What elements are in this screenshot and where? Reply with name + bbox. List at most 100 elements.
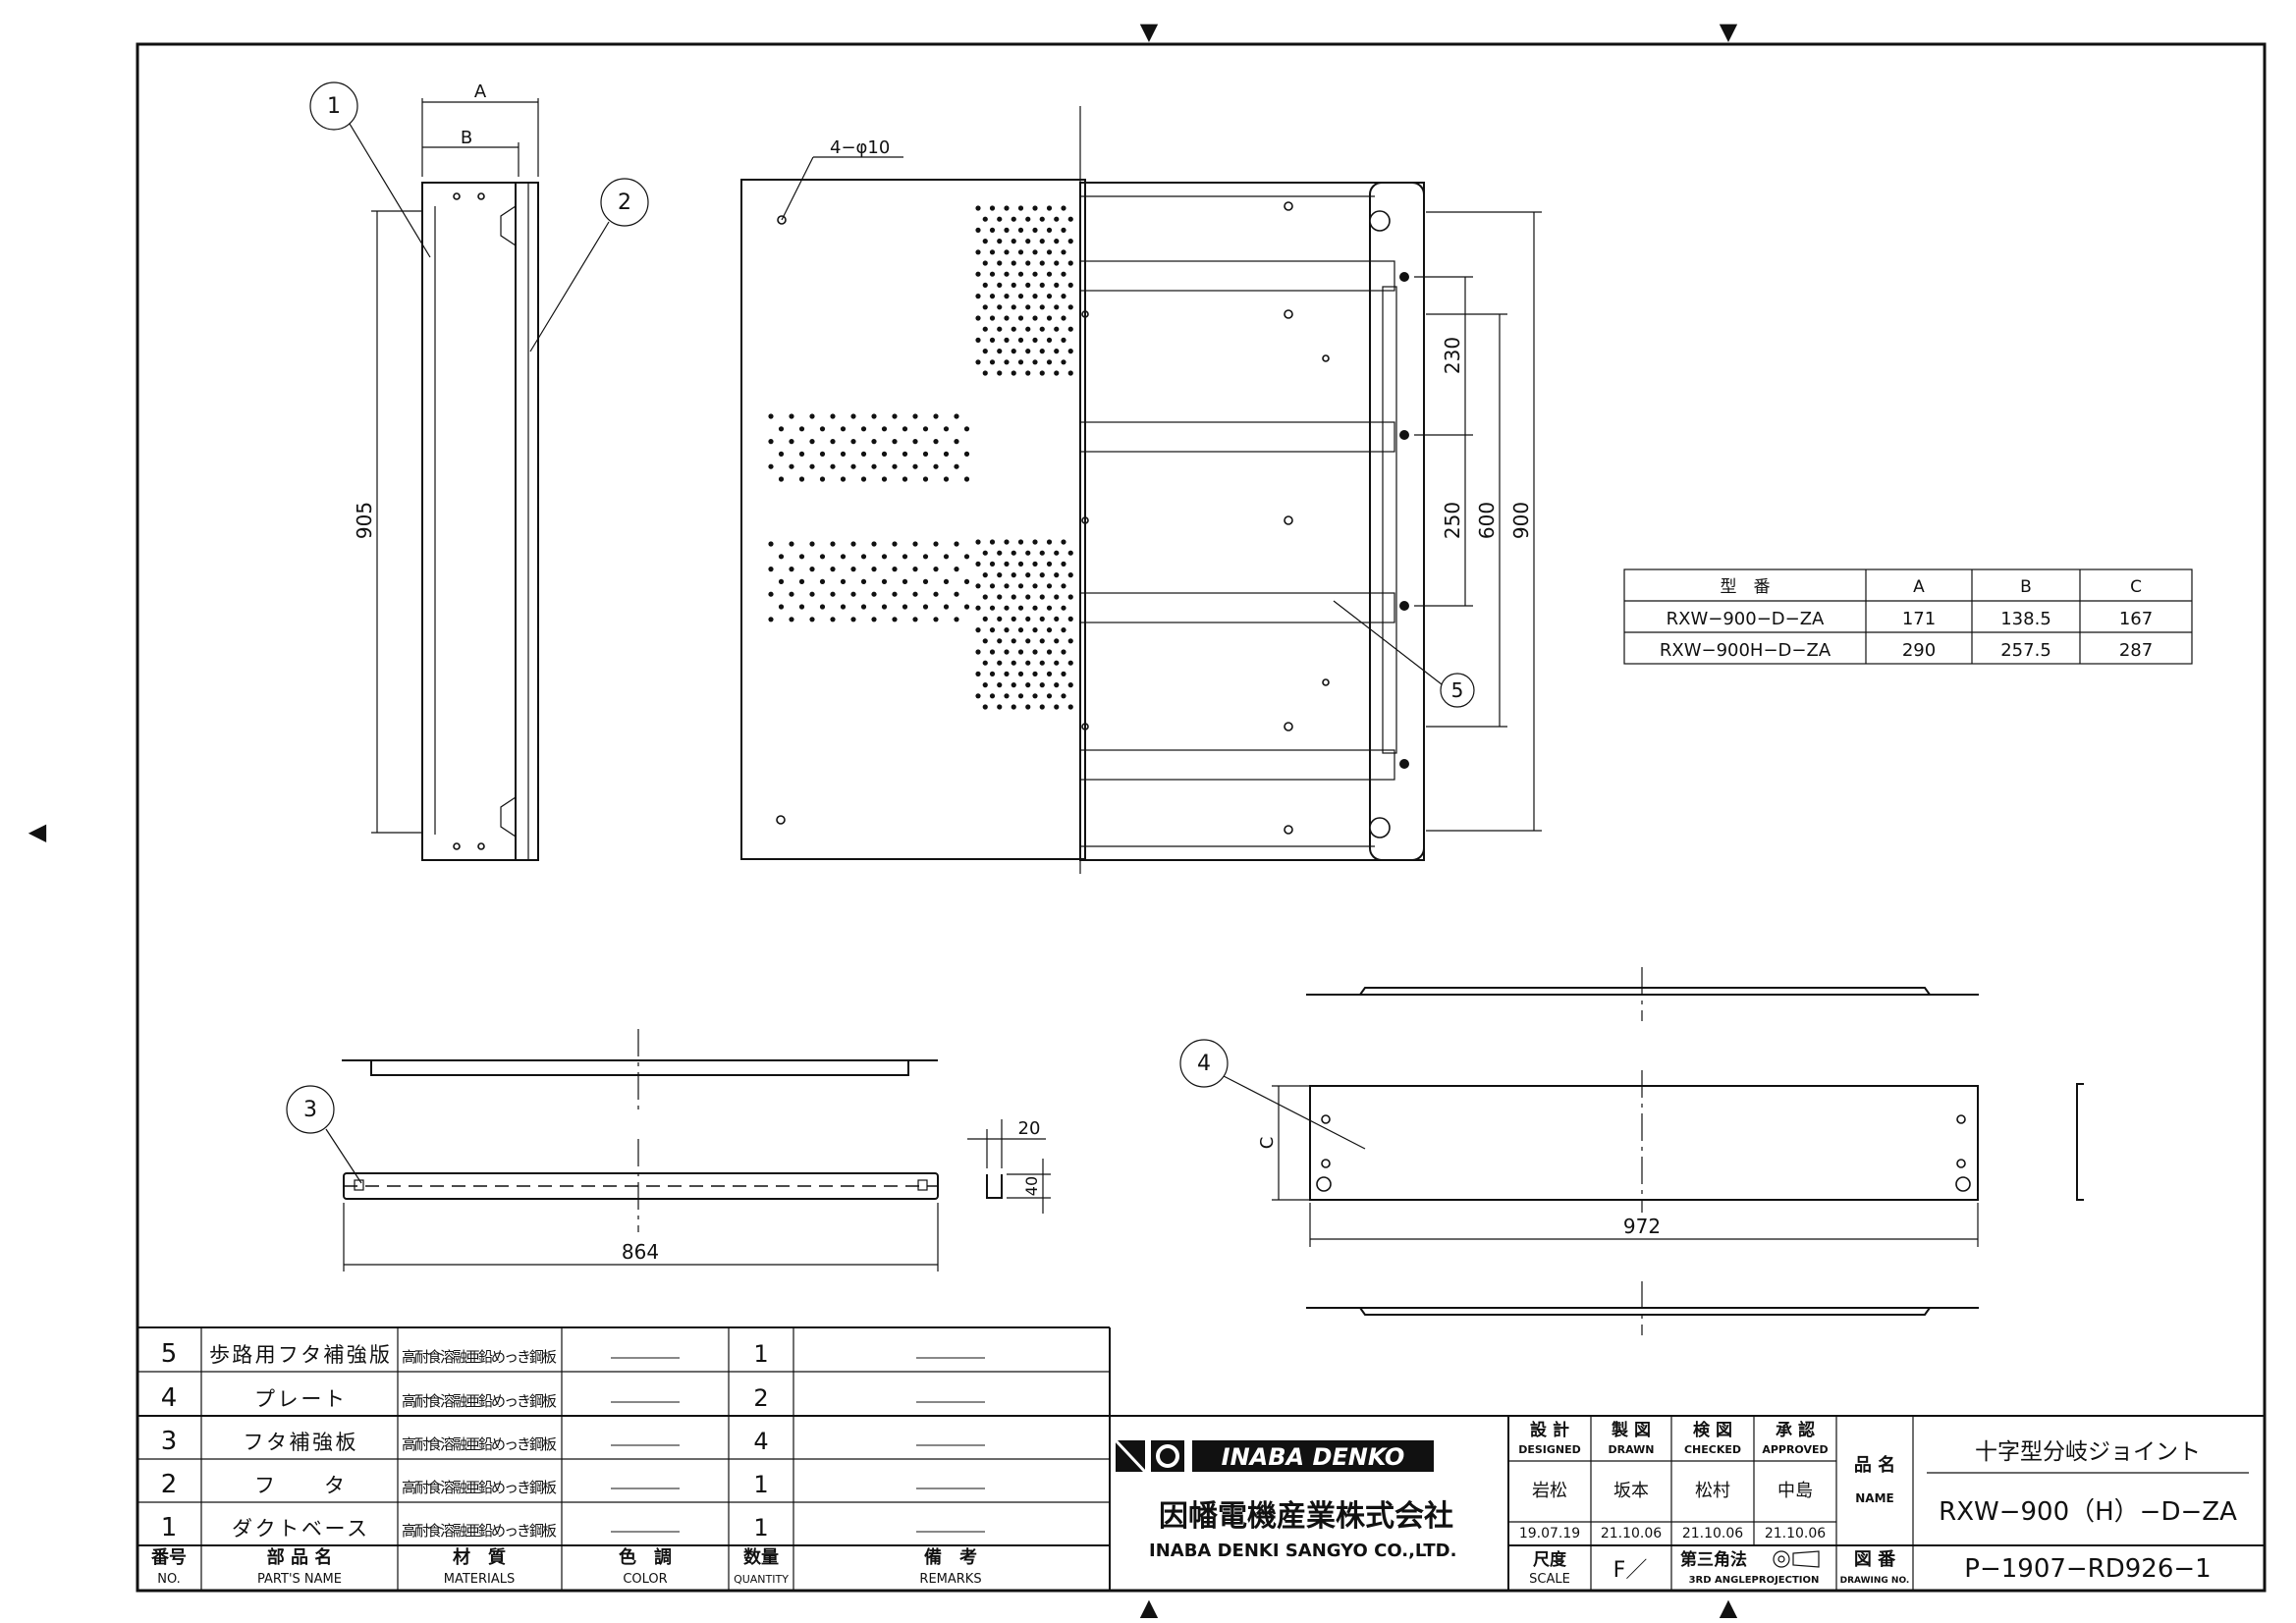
perforation-hole	[871, 463, 877, 469]
perforation-hole	[1054, 304, 1060, 310]
col-material: 材 質	[453, 1546, 506, 1568]
perforation-hole	[1011, 260, 1016, 266]
perforation-hole	[1054, 326, 1060, 332]
center-marker-bottom-left: ▲	[1140, 1594, 1159, 1621]
part-remarks: ―――――	[916, 1394, 985, 1410]
perforation-hole	[1032, 337, 1038, 343]
perforation-hole	[989, 627, 996, 633]
checked-by: 松村	[1695, 1481, 1730, 1501]
perforation-hole	[922, 578, 929, 585]
perforation-hole	[982, 349, 988, 354]
part-qty: 4	[753, 1428, 768, 1455]
perforation-hole	[954, 591, 959, 597]
perforation-hole	[975, 561, 981, 568]
perforation-hole	[912, 591, 918, 597]
reinforcement-view: 864 20 40 3	[286, 1029, 1051, 1271]
perforation-hole	[1067, 572, 1073, 578]
perforation-hole	[860, 578, 867, 585]
perforation-hole	[1004, 605, 1010, 611]
perforation-hole	[1039, 260, 1045, 266]
perforation-pattern	[768, 205, 1073, 710]
perforation-hole	[982, 550, 988, 556]
perforation-hole	[982, 282, 988, 288]
svg-text:4: 4	[1197, 1052, 1211, 1076]
perforation-hole	[902, 426, 908, 432]
perforation-hole	[954, 617, 959, 622]
perforation-hole	[1039, 704, 1045, 710]
perforation-hole	[850, 463, 856, 469]
perforation-hole	[768, 463, 774, 469]
perforation-hole	[975, 693, 981, 699]
perforation-hole	[1032, 649, 1038, 655]
center-marker-left: ◀	[28, 818, 47, 845]
callout-3	[286, 1085, 335, 1134]
perforation-hole	[1011, 704, 1016, 710]
projection-label: 第三角法	[1680, 1549, 1747, 1570]
perforation-hole	[1046, 271, 1053, 277]
perforation-hole	[809, 591, 815, 597]
perforation-hole	[902, 476, 908, 482]
perforation-hole	[768, 567, 774, 572]
svg-text:5: 5	[1451, 678, 1464, 702]
perforation-hole	[975, 294, 981, 299]
perforation-hole	[1046, 627, 1053, 633]
part-qty: 1	[753, 1471, 768, 1498]
perforation-hole	[1039, 304, 1045, 310]
perforation-hole	[1067, 326, 1073, 332]
col-color: 色 調	[619, 1546, 672, 1568]
perforation-hole	[789, 541, 794, 547]
perforation-hole	[1039, 616, 1045, 622]
perforation-hole	[1067, 594, 1073, 600]
perforation-hole	[881, 604, 888, 610]
perforation-hole	[975, 337, 981, 343]
perforation-hole	[1054, 594, 1060, 600]
perforation-hole	[963, 554, 970, 560]
model-table-header-c: C	[2130, 577, 2142, 597]
perforation-hole	[975, 649, 981, 655]
brand-banner	[1192, 1440, 1434, 1472]
perforation-hole	[892, 591, 898, 597]
perforation-hole	[954, 413, 959, 419]
perforation-hole	[922, 476, 929, 482]
perforation-hole	[933, 463, 939, 469]
callout-5	[1440, 673, 1475, 708]
svg-text:製 図: 製 図	[1611, 1420, 1651, 1440]
perforation-hole	[1061, 627, 1066, 633]
perforation-hole	[943, 451, 950, 457]
perforation-hole	[1032, 671, 1038, 677]
perforation-hole	[1054, 370, 1060, 376]
perforation-hole	[1025, 594, 1031, 600]
model-row-2-a: 290	[1902, 640, 1936, 661]
perforation-hole	[1061, 249, 1066, 255]
perforation-hole	[1054, 550, 1060, 556]
perforation-hole	[778, 554, 785, 560]
perforation-hole	[1054, 572, 1060, 578]
perforation-hole	[860, 604, 867, 610]
center-marker-top-right: ▼	[1720, 18, 1738, 45]
perforation-hole	[871, 413, 877, 419]
perforation-hole	[1025, 239, 1031, 244]
perforation-hole	[778, 578, 785, 585]
col-material-en: MATERIALS	[444, 1572, 516, 1587]
rail-1	[1079, 260, 1395, 292]
svg-text:3RD ANGLEPROJECTION: 3RD ANGLEPROJECTION	[1689, 1575, 1820, 1586]
perforation-hole	[1025, 370, 1031, 376]
duct-base-side-outline	[421, 182, 539, 861]
brand-name: INABA DENKO	[1222, 1443, 1405, 1471]
perforation-hole	[1046, 249, 1053, 255]
part-no: 3	[161, 1427, 178, 1456]
part-no: 5	[161, 1339, 178, 1369]
perforation-hole	[975, 227, 981, 233]
perforation-hole	[1025, 349, 1031, 354]
perforation-hole	[1061, 539, 1066, 545]
perforation-hole	[997, 682, 1003, 688]
perforation-hole	[1025, 260, 1031, 266]
perforation-hole	[1004, 627, 1010, 633]
perforation-hole	[1025, 572, 1031, 578]
perforation-hole	[830, 541, 836, 547]
perforation-hole	[912, 541, 918, 547]
perforation-hole	[1011, 216, 1016, 222]
perforation-hole	[1046, 227, 1053, 233]
drawn-by: 坂本	[1613, 1481, 1649, 1501]
